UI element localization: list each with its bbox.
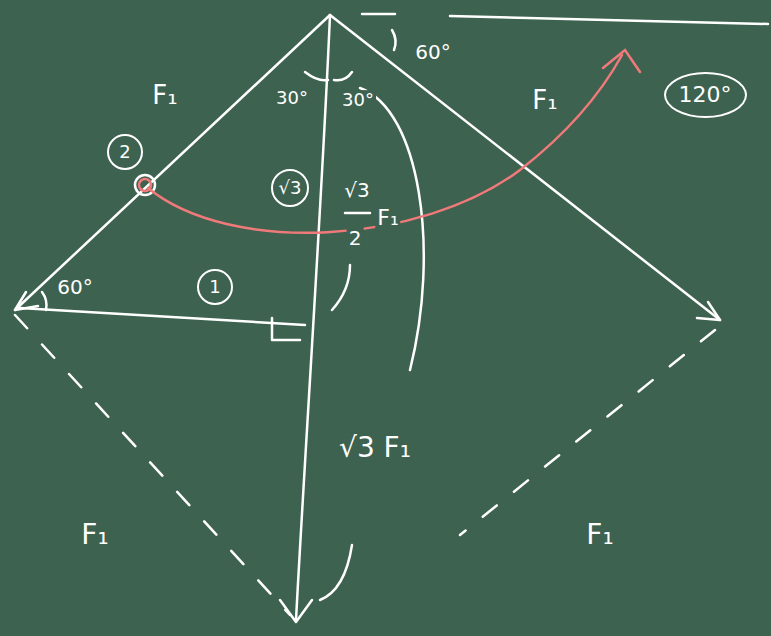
node-text: 2 <box>119 142 130 162</box>
node-text: √3 <box>279 178 302 198</box>
circled-number: 1 <box>197 269 233 305</box>
node-text: 120° <box>679 83 732 107</box>
force-label: √3 <box>342 179 371 201</box>
force-label: 60° <box>55 276 94 298</box>
force-label: F₁ <box>584 520 615 551</box>
force-label: F₁ <box>375 206 400 230</box>
force-label: F₁ <box>530 86 559 115</box>
circled-number: √3 <box>271 169 310 208</box>
force-label: 30° <box>274 88 310 108</box>
force-label: F₁ <box>150 81 179 110</box>
force-label: √3 F₁ <box>337 433 413 464</box>
force-label: 60° <box>413 41 452 63</box>
force-label: 2 <box>347 227 364 249</box>
circled-number: 2 <box>107 134 143 170</box>
force-label: F₁ <box>79 520 110 551</box>
node-text: 1 <box>209 277 220 297</box>
circled-angle: 120° <box>664 72 747 118</box>
force-label: 30° <box>340 90 376 110</box>
